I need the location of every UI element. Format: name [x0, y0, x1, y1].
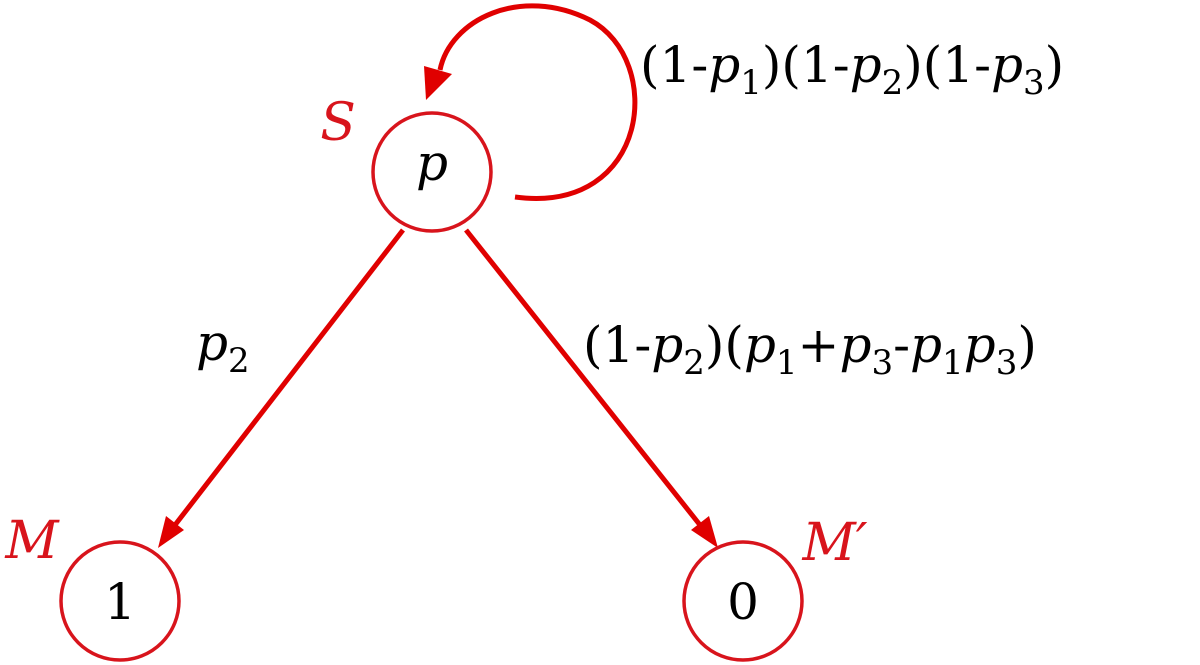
node-source-name: S [320, 93, 356, 153]
node-left: 1 [59, 540, 181, 662]
node-left-value: 1 [104, 573, 136, 631]
node-right-value: 0 [727, 573, 759, 631]
self-loop-edge [437, 3, 638, 201]
edge-to-left-arrowhead [158, 516, 184, 548]
node-source-circle [371, 111, 493, 233]
node-source-value: p [416, 134, 448, 192]
node-source: p [371, 111, 493, 233]
edge-to-left [173, 228, 405, 527]
edge-to-right [464, 228, 702, 527]
edge-to-left-label: p2 [196, 314, 250, 381]
self-loop-label: (1-p1)(1-p2)(1-p3) [640, 36, 1064, 103]
self-loop-arrowhead [424, 66, 452, 100]
edge-to-right-label: (1-p2)(p1+p3-p1p3) [583, 316, 1037, 383]
node-left-name: M [4, 511, 60, 571]
node-left-circle [59, 540, 181, 662]
node-right: 0 [682, 540, 804, 662]
node-right-name: M′ [801, 513, 867, 573]
edge-to-right-arrowhead [691, 516, 718, 548]
node-right-circle [682, 540, 804, 662]
